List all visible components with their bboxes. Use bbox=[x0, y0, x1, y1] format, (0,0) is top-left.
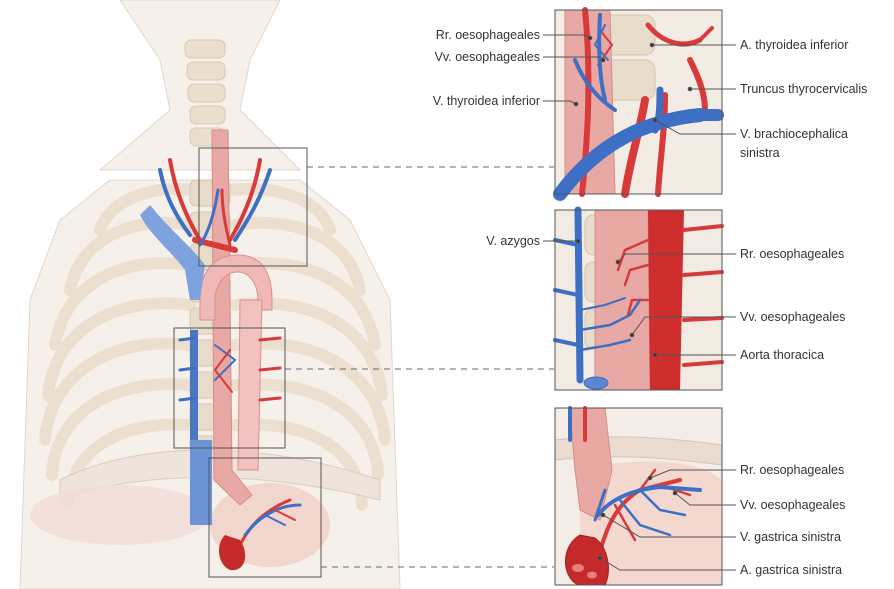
label-top-truncus-thyrocervicalis: Truncus thyrocervicalis bbox=[740, 82, 867, 96]
label-bottom-a-gastrica-sinistra: A. gastrica sinistra bbox=[740, 563, 842, 577]
azygos-vein bbox=[190, 330, 198, 440]
label-middle-vv-oesophageales: Vv. oesophageales bbox=[740, 310, 845, 324]
zoom-panel-top bbox=[555, 10, 722, 194]
zoom-panel-bottom bbox=[555, 408, 722, 585]
label-middle-rr-oesophageales: Rr. oesophageales bbox=[740, 247, 844, 261]
label-top-v-brachiocephalica: V. brachiocephalica bbox=[740, 127, 848, 141]
panel-middle-aorta bbox=[648, 210, 684, 390]
label-bottom-v-gastrica-sinistra: V. gastrica sinistra bbox=[740, 530, 841, 544]
label-middle-v-azygos: V. azygos bbox=[486, 234, 540, 248]
label-top-vv-oesophageales: Vv. oesophageales bbox=[435, 50, 540, 64]
label-top-sinistra: sinistra bbox=[740, 146, 780, 160]
overview-illustration bbox=[20, 0, 554, 589]
descending-aorta bbox=[238, 300, 262, 470]
label-bottom-vv-oesophageales: Vv. oesophageales bbox=[740, 498, 845, 512]
label-bottom-rr-oesophageales: Rr. oesophageales bbox=[740, 463, 844, 477]
label-top-a-thyroidea-inferior: A. thyroidea inferior bbox=[740, 38, 848, 52]
label-top-v-thyroidea-inferior: V. thyroidea inferior bbox=[433, 94, 540, 108]
label-middle-aorta-thoracica: Aorta thoracica bbox=[740, 348, 824, 362]
label-top-rr-oesophageales: Rr. oesophageales bbox=[436, 28, 540, 42]
liver-shadow bbox=[30, 485, 210, 545]
zoom-panel-middle bbox=[555, 210, 722, 390]
